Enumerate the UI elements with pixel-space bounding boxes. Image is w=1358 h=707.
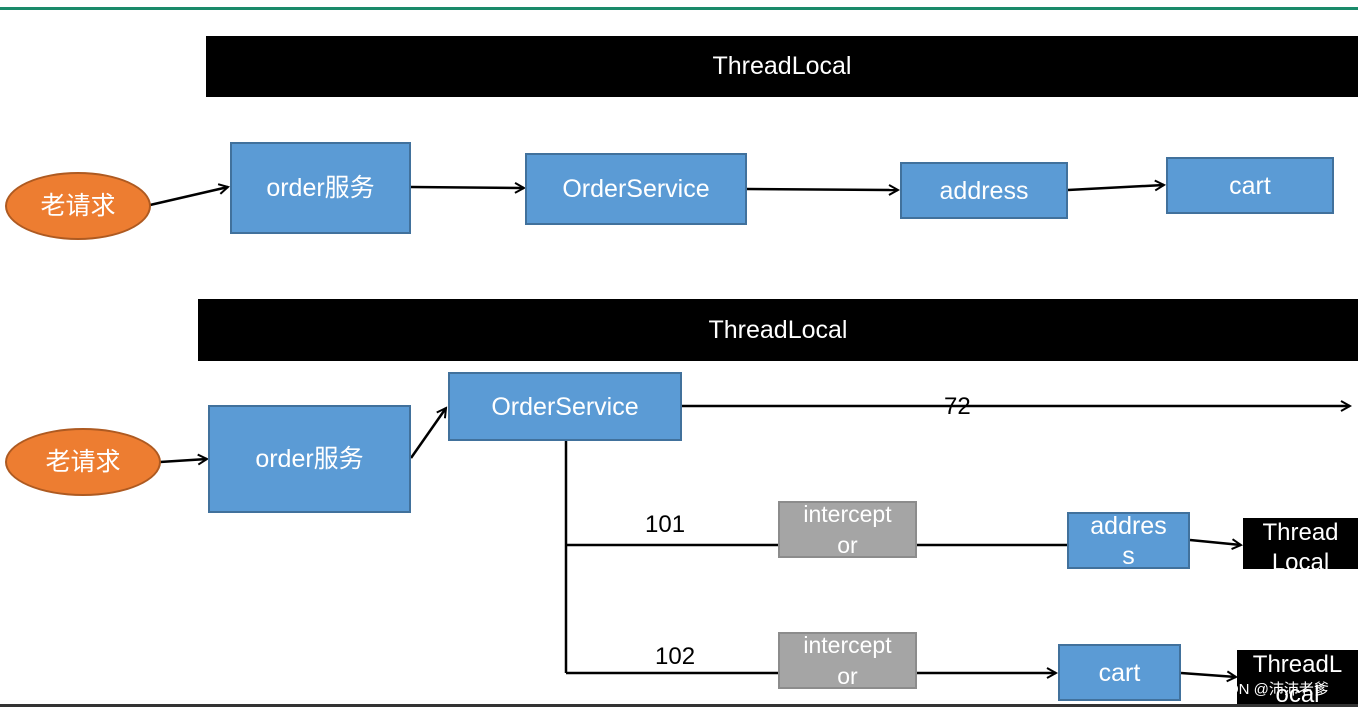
- request-node-top: 老请求: [5, 172, 151, 240]
- arrow-request2-to-order2: [159, 459, 207, 462]
- edge-label-101: 101: [645, 511, 686, 538]
- top-border: [0, 0, 1358, 10]
- bottom-border: [0, 704, 1358, 707]
- edge-label-72: 72: [944, 393, 971, 420]
- watermark: CSDN @沛沛老爹: [1207, 681, 1329, 698]
- arrow-address-to-threadlocal: [1189, 540, 1241, 545]
- threadlocal-banner-top: ThreadLocal: [206, 36, 1358, 97]
- address-node-bottom: addres s: [1067, 512, 1190, 570]
- order-service-node-bottom: order服务: [208, 405, 411, 513]
- orderservice-node-bottom: OrderService: [448, 372, 682, 441]
- interceptor-node-1: intercept or: [778, 501, 917, 558]
- edge-label-102: 102: [655, 643, 696, 670]
- arrow-order2-to-orderservice2: [409, 408, 446, 459]
- address-node-top: address: [900, 162, 1068, 219]
- threadlocal-node-1: Thread Local: [1243, 518, 1358, 569]
- arrow-cart-to-threadlocal: [1180, 673, 1236, 677]
- threadlocal-node-2: ThreadL ocal: [1237, 650, 1358, 704]
- cart-node-bottom: cart: [1058, 644, 1181, 701]
- arrow-order-to-orderservice: [410, 187, 524, 188]
- arrow-address-to-cart: [1067, 185, 1164, 190]
- arrow-request-to-order: [149, 187, 228, 207]
- orderservice-node-top: OrderService: [525, 153, 747, 225]
- order-service-node-top: order服务: [230, 142, 411, 234]
- request-node-bottom: 老请求: [5, 428, 161, 496]
- threadlocal-banner-bottom: ThreadLocal: [198, 299, 1358, 361]
- interceptor-node-2: intercept or: [778, 632, 917, 689]
- cart-node-top: cart: [1166, 157, 1334, 214]
- arrow-orderservice-to-address: [746, 189, 898, 190]
